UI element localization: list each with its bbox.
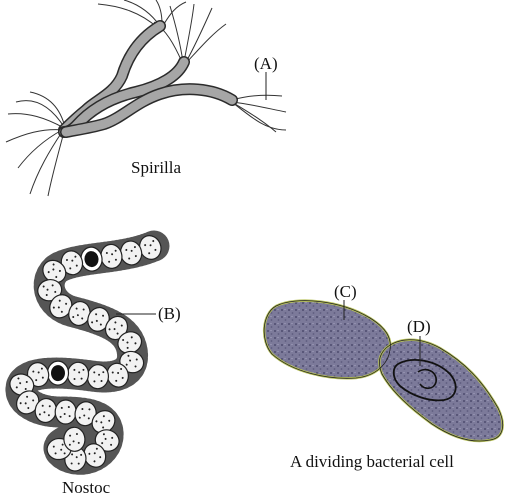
cell-wall-left [264,301,390,379]
caption-dividing-cell: A dividing bacterial cell [290,452,454,472]
label-a: (A) [254,54,278,74]
nostoc-heterocyst [47,361,68,385]
caption-spirilla: Spirilla [131,158,181,178]
label-c: (C) [334,282,357,302]
label-d: (D) [407,317,431,337]
nostoc-filament [7,233,164,473]
label-b: (B) [158,304,181,324]
nostoc-bead [55,400,76,424]
dividing-bacterial-cell [264,300,503,441]
caption-nostoc: Nostoc [62,478,110,498]
cell-wall-right [379,340,502,441]
